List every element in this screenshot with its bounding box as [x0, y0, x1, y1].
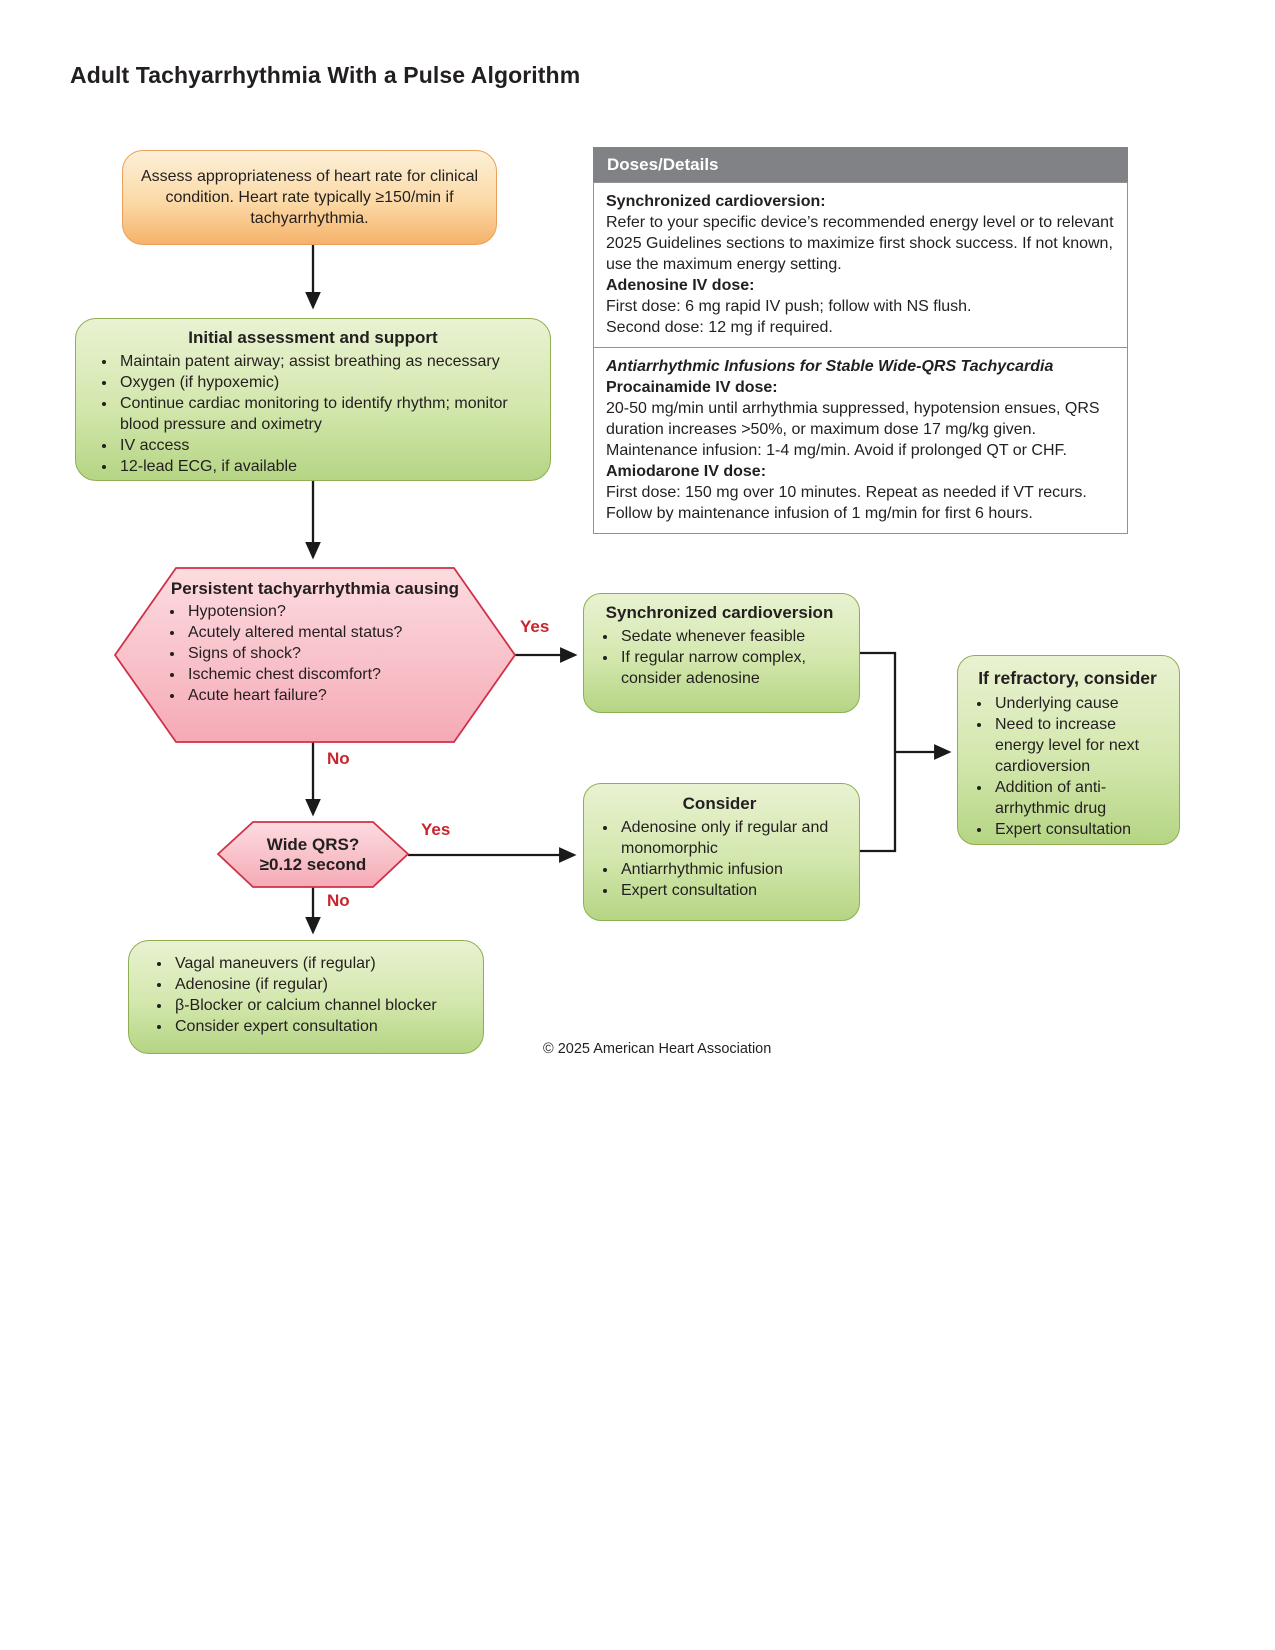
list-item: Continue cardiac monitoring to identify … [117, 393, 538, 435]
doses-panel-header: Doses/Details [593, 147, 1128, 182]
list-item: Acute heart failure? [185, 685, 480, 706]
doses-section-cardioversion: Synchronized cardioversion: Refer to you… [594, 183, 1127, 347]
persistent-tachyarrhythmia-hexagon [113, 567, 517, 743]
assess-box-text: Assess appropriateness of heart rate for… [140, 168, 479, 227]
list-item: Addition of anti-arrhythmic drug [992, 777, 1169, 819]
wide-qrs-line1: Wide QRS? [266, 834, 360, 854]
wide-qrs-line2: ≥0.12 second [259, 854, 367, 874]
consider-box: Consider Adenosine only if regular and m… [583, 783, 860, 921]
wideqrs-no-label: No [327, 891, 350, 910]
sync-cardioversion-box: Synchronized cardioversion Sedate whenev… [583, 593, 860, 713]
list-item: Expert consultation [618, 880, 847, 901]
doses-details-panel: Doses/Details Synchronized cardioversion… [593, 147, 1128, 534]
persistent-yes-label: Yes [520, 617, 550, 636]
doses-heading: Synchronized cardioversion: [606, 193, 826, 210]
list-item: Adenosine (if regular) [172, 974, 473, 995]
refractory-title: If refractory, consider [978, 668, 1157, 688]
list-item: 12-lead ECG, if available [117, 456, 538, 477]
list-item: Oxygen (if hypoxemic) [117, 372, 538, 393]
initial-assessment-box: Initial assessment and support Maintain … [75, 318, 551, 481]
list-item: β-Blocker or calcium channel blocker [172, 995, 473, 1016]
list-item: Antiarrhythmic infusion [618, 859, 847, 880]
doses-text: First dose: 6 mg rapid IV push; follow w… [606, 298, 972, 315]
list-item: Maintain patent airway; assist breathing… [117, 351, 538, 372]
refractory-box: If refractory, consider Underlying cause… [957, 655, 1180, 845]
doses-text: 20-50 mg/min until arrhythmia suppressed… [606, 400, 1100, 459]
list-item: If regular narrow complex, consider aden… [618, 647, 847, 689]
list-item: Hypotension? [185, 601, 480, 622]
list-item: Ischemic chest discomfort? [185, 664, 480, 685]
narrow-qrs-box: Vagal maneuvers (if regular) Adenosine (… [128, 940, 484, 1054]
wideqrs-yes-label: Yes [421, 820, 451, 839]
list-item: IV access [117, 435, 538, 456]
doses-panel-body: Synchronized cardioversion: Refer to you… [593, 182, 1128, 534]
copyright-text: © 2025 American Heart Association [543, 1041, 772, 1057]
doses-heading: Adenosine IV dose: [606, 277, 755, 294]
doses-text: Refer to your specific device’s recommen… [606, 214, 1114, 273]
list-item: Vagal maneuvers (if regular) [172, 953, 473, 974]
doses-heading: Amiodarone IV dose: [606, 463, 767, 480]
list-item: Signs of shock? [185, 643, 480, 664]
doses-section-title: Antiarrhythmic Infusions for Stable Wide… [606, 358, 1054, 375]
page-title: Adult Tachyarrhythmia With a Pulse Algor… [70, 62, 581, 88]
doses-heading: Procainamide IV dose: [606, 379, 778, 396]
initial-assessment-list: Maintain patent airway; assist breathing… [88, 351, 538, 477]
wide-qrs-hexagon [216, 821, 410, 888]
persistent-no-label: No [327, 749, 350, 768]
doses-text: Second dose: 12 mg if required. [606, 319, 833, 336]
doses-text: First dose: 150 mg over 10 minutes. Repe… [606, 484, 1087, 522]
list-item: Underlying cause [992, 693, 1169, 714]
initial-assessment-title: Initial assessment and support [188, 328, 438, 347]
list-item: Need to increase energy level for next c… [992, 714, 1169, 777]
consider-title: Consider [682, 794, 757, 813]
doses-section-antiarrhythmic: Antiarrhythmic Infusions for Stable Wide… [594, 347, 1127, 533]
persistent-hexagon-list: Hypotension? Acutely altered mental stat… [150, 601, 480, 706]
sync-cardioversion-title: Synchronized cardioversion [605, 603, 834, 622]
narrow-qrs-list: Vagal maneuvers (if regular) Adenosine (… [143, 953, 473, 1037]
list-item: Consider expert consultation [172, 1016, 473, 1037]
list-item: Expert consultation [992, 819, 1169, 840]
list-item: Acutely altered mental status? [185, 622, 480, 643]
sync-cardioversion-list: Sedate whenever feasible If regular narr… [592, 626, 847, 689]
persistent-hexagon-title: Persistent tachyarrhythmia causing [170, 579, 460, 598]
persistent-hexagon-content: Persistent tachyarrhythmia causing Hypot… [150, 578, 480, 706]
wide-qrs-hexagon-content: Wide QRS? ≥0.12 second [218, 822, 408, 887]
list-item: Adenosine only if regular and monomorphi… [618, 817, 847, 859]
assess-box: Assess appropriateness of heart rate for… [122, 150, 497, 245]
refractory-list: Underlying cause Need to increase energy… [966, 693, 1169, 840]
list-item: Sedate whenever feasible [618, 626, 847, 647]
connector-merge [858, 651, 897, 853]
consider-list: Adenosine only if regular and monomorphi… [592, 817, 847, 901]
